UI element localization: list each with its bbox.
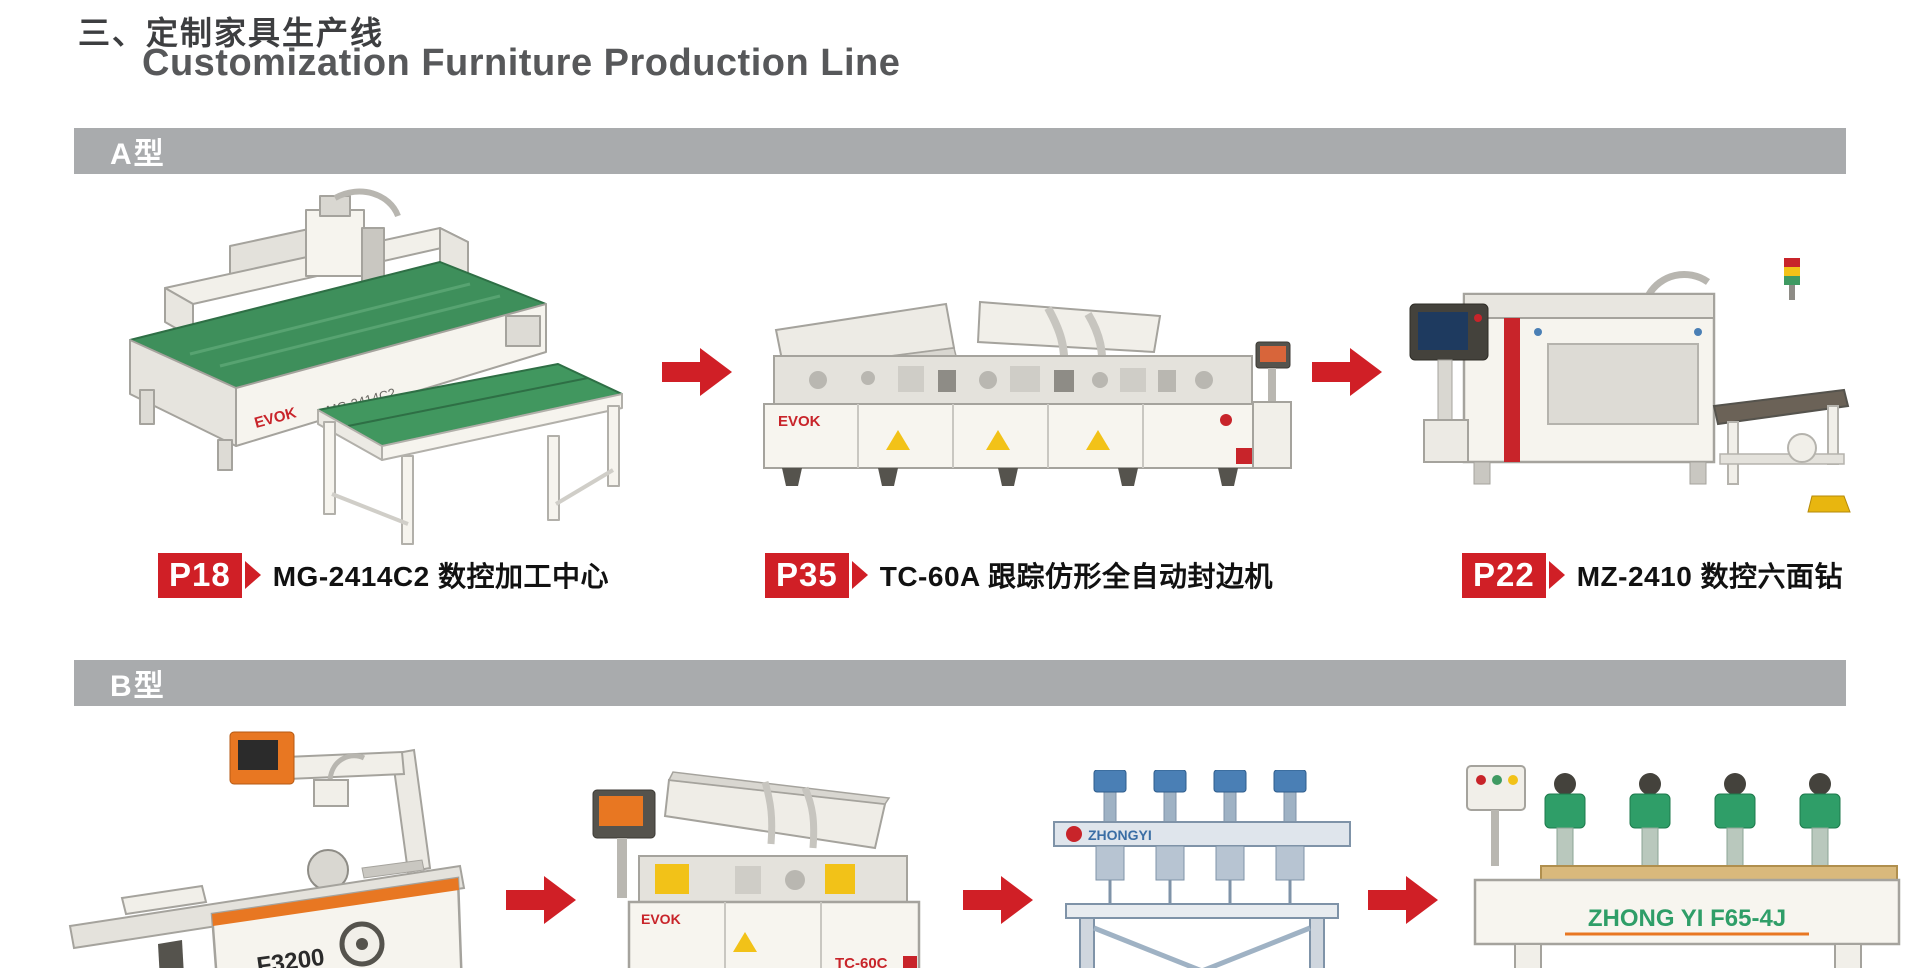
page-title-zh: 三、定制家具生产线 [78,15,385,51]
machine-illustration-edge-bander: EVOK [763,300,1292,486]
warning-sticker [733,932,757,952]
flow-arrow-icon [963,874,1035,926]
drill-motor [1093,770,1127,793]
orange-stripe [212,878,459,926]
section-b-bar: B型 [74,660,1846,706]
dust-port [1787,433,1817,463]
machine-leg [1514,943,1542,968]
model-text: TC-60C [835,955,888,968]
spindle-head [305,209,365,277]
foot-pedal [1807,495,1851,513]
page-ref-badge: P22 [1462,552,1546,598]
machine-foot [782,468,802,486]
work-opening [1547,343,1699,425]
brand-logo [1066,826,1082,842]
dust-hose [1644,271,1711,298]
red-column [1504,318,1520,462]
flow-arrow-icon [662,346,734,398]
brand-text: EVOK [641,911,681,927]
machine-ref-label: P35 TC-60A 跟踪仿形全自动封边机 [765,552,1273,598]
machine-illustration-panel-saw: F3200 [68,731,466,968]
arm-column [390,748,432,874]
machine-illustration-cnc-drill [1409,258,1851,513]
machine-photo-mz2410 [1398,258,1853,526]
machine-ref-label: P18 MG-2414C2 数控加工中心 [158,552,609,598]
machine-photo-tc60c: EVOK TC-60C [585,752,960,968]
badge-arrow-icon [244,561,261,589]
outfeed-table [1712,388,1850,426]
badge-arrow-icon [851,561,868,589]
model-text: ZHONG YI F65-4J [1588,905,1786,932]
page-title-en: Customization Furniture Production Line [142,42,901,84]
open-lid-right [976,300,1162,354]
machine-photo-tc60a: EVOK [748,290,1293,500]
machine-illustration-edge-bander-compact: EVOK TC-60C [592,771,921,968]
frame-leg [1079,917,1095,968]
drill-head [1095,845,1125,881]
signal-light-red [1784,258,1800,267]
handwheel [1554,773,1576,795]
machine-body [627,900,921,968]
machine-illustration-line-borer: ZHONG YI F65-4J [1466,765,1901,968]
warning-sticker [886,430,910,450]
signal-light-yellow [1784,267,1800,276]
brand-text: ZHONGYI [1088,827,1152,843]
machine-ref-label: P22 MZ-2410 数控六面钻 [1462,552,1843,598]
machine-body [763,403,1257,469]
machine-photo-mg2414c2: EVOK MG-2414C2 [110,188,630,548]
top-beam [1053,821,1351,847]
machine-photo-f3200: F3200 [62,718,507,968]
machine-photo-zhongyi-borer: ZHONGYI [1040,770,1365,968]
worktable [1065,903,1339,919]
fence-rail [1540,865,1898,881]
machine-illustration-multi-borer: ZHONGYI [1053,770,1351,968]
bed-front-panel [235,303,547,447]
signal-light-green [1784,276,1800,285]
machine-name: MG-2414C2 数控加工中心 [272,561,610,592]
machine-name: TC-60A 跟踪仿形全自动封边机 [879,561,1273,592]
machine-name: MZ-2410 数控六面钻 [1576,561,1844,592]
section-a-bar: A型 [74,128,1846,174]
section-a-label: A型 [110,138,166,171]
flow-arrow-icon [1368,874,1440,926]
brand-text: EVOK [778,413,821,430]
flow-arrow-icon [1312,346,1384,398]
page-ref-badge: P18 [158,552,242,598]
emergency-button [1220,414,1232,426]
machine-photo-f65-4j: ZHONG YI F65-4J [1445,758,1910,968]
dust-hose [761,780,776,845]
blade-guard [313,779,349,807]
control-box [505,315,541,347]
dust-hose [333,188,401,218]
section-b-label: B型 [110,670,166,703]
flow-arrow-icon [506,874,578,926]
support-leg [158,940,184,968]
machine-illustration-cnc-center: EVOK MG-2414C2 [129,188,623,545]
drill-motor [1544,793,1586,829]
badge-arrow-icon [1548,561,1565,589]
control-pendant [1466,765,1526,811]
page-ref-badge: P35 [765,552,849,598]
